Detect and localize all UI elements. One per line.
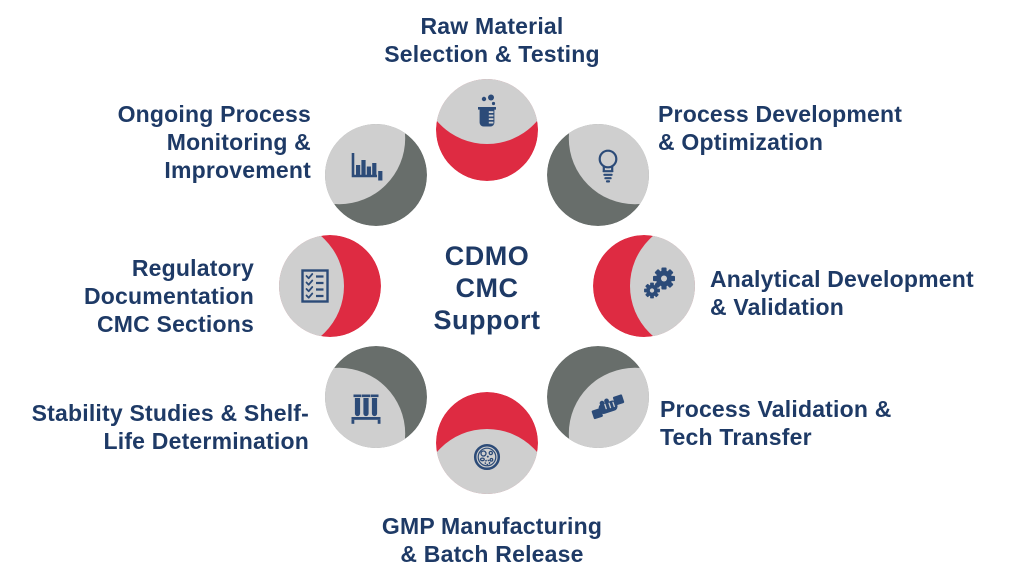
beaker-icon <box>478 94 496 127</box>
bar-chart-icon <box>351 153 383 181</box>
segment-circle-ongoing-monitoring <box>324 123 428 227</box>
segment-circle-process-validation <box>546 345 650 449</box>
circle-body <box>436 429 538 494</box>
circle-body <box>279 235 344 337</box>
test-tubes-icon <box>351 394 381 424</box>
segment-circle-graphic <box>593 235 695 337</box>
segment-circle-graphic <box>325 346 427 448</box>
segment-label-stability-studies: Stability Studies & Shelf- Life Determin… <box>31 400 309 454</box>
circle-body <box>630 235 695 337</box>
segment-circle-analytical-development <box>592 234 696 338</box>
checklist-icon <box>301 269 329 303</box>
center-title: CDMO CMC Support <box>433 241 541 335</box>
circle-body <box>436 79 538 144</box>
segment-circle-regulatory-documentation <box>278 234 382 338</box>
segment-circle-graphic <box>436 79 538 181</box>
segment-circle-raw-material <box>435 78 539 182</box>
segment-circle-graphic <box>547 124 649 226</box>
segment-circle-process-development <box>546 123 650 227</box>
segment-circle-gmp-manufacturing <box>435 391 539 495</box>
segment-label-regulatory-documentation: Regulatory Documentation CMC Sections <box>84 255 254 337</box>
segment-label-gmp-manufacturing: GMP Manufacturing & Batch Release <box>381 513 603 567</box>
segment-circle-graphic <box>279 235 381 337</box>
segment-label-analytical-development: Analytical Development & Validation <box>710 266 974 320</box>
gears-icon <box>644 267 675 299</box>
segment-label-raw-material: Raw Material Selection & Testing <box>384 13 600 67</box>
petri-dish-icon <box>473 443 501 471</box>
segment-label-ongoing-monitoring: Ongoing Process Monitoring & Improvement <box>117 101 311 183</box>
segment-label-process-validation: Process Validation & Tech Transfer <box>660 396 892 450</box>
segment-label-process-development: Process Development & Optimization <box>658 101 903 155</box>
lightbulb-icon <box>598 149 618 183</box>
handshake-icon <box>591 394 625 420</box>
segment-circle-stability-studies <box>324 345 428 449</box>
segment-circle-graphic <box>325 124 427 226</box>
segment-circle-graphic <box>436 392 538 494</box>
segment-circle-graphic <box>547 346 649 448</box>
